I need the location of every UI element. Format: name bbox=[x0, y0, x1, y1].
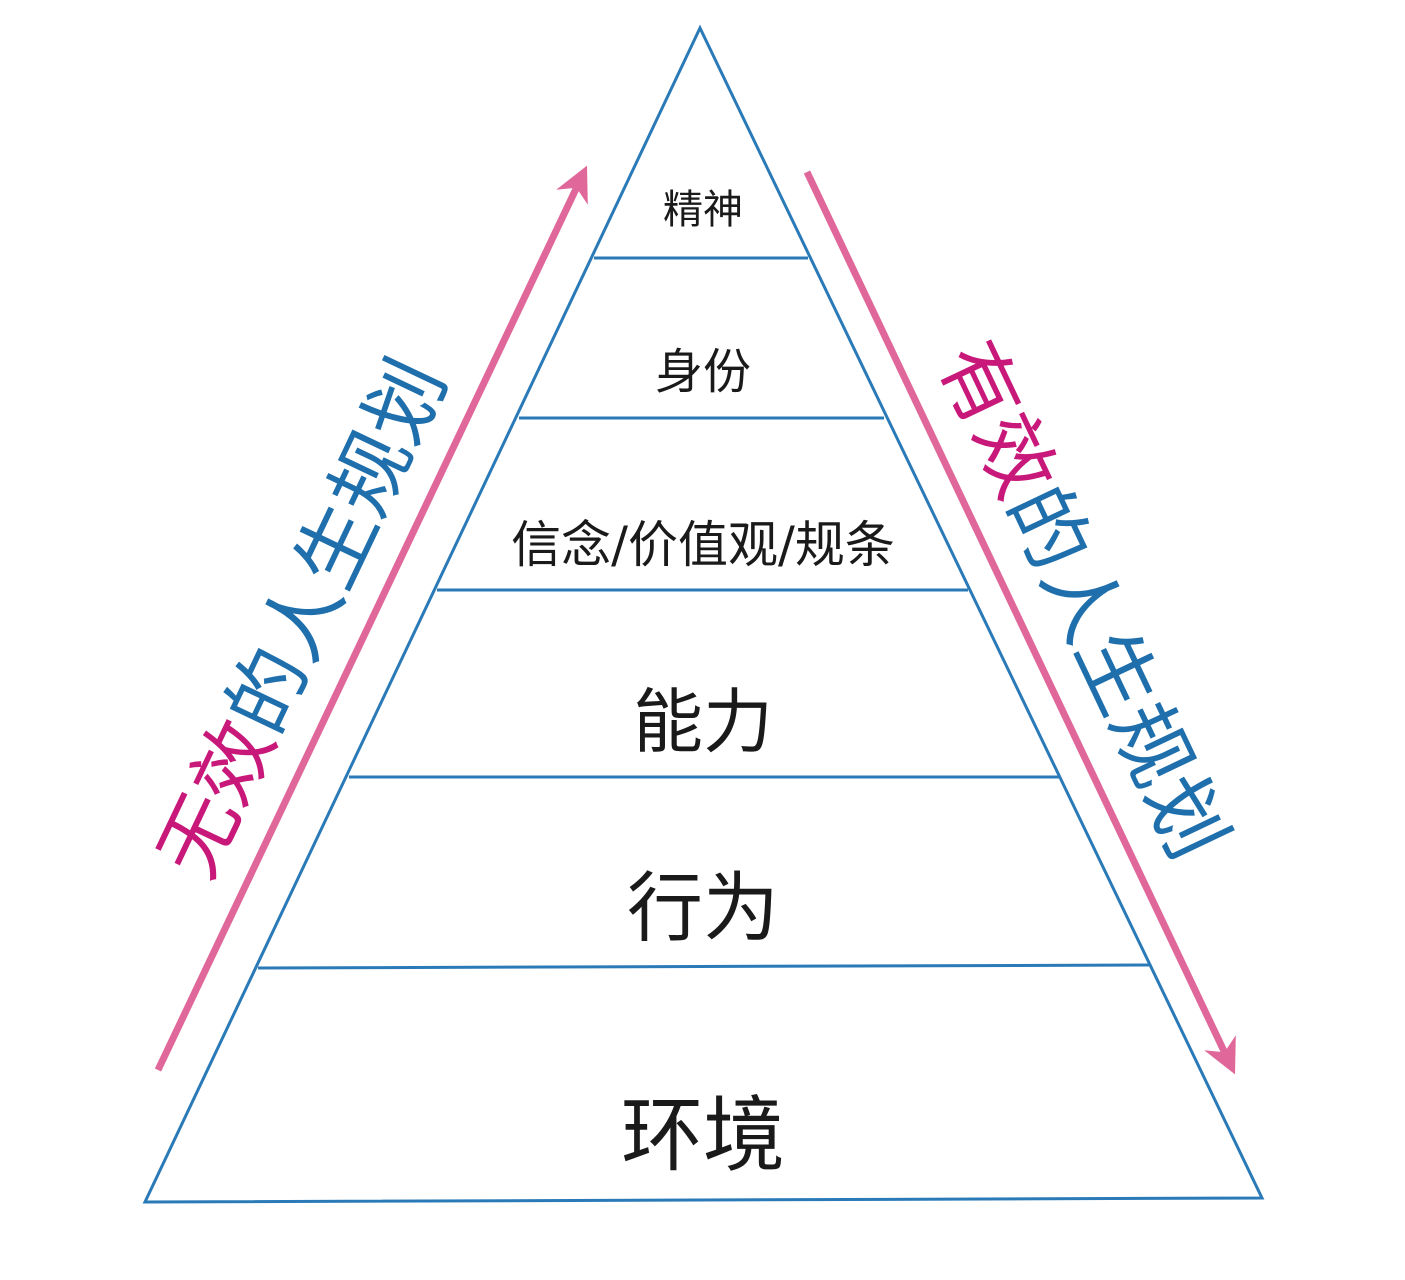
level-label-spirit: 精神 bbox=[663, 187, 743, 233]
level-label-behavior: 行为 bbox=[627, 864, 779, 953]
level-label-beliefs: 信念/价值观/规条 bbox=[511, 516, 895, 574]
right-side-label: 有效的人生规划 bbox=[921, 327, 1245, 873]
level-label-capability: 能力 bbox=[633, 681, 773, 763]
divider-line-5 bbox=[257, 963, 1152, 970]
right-label-rest: 的人生规划 bbox=[990, 472, 1246, 873]
right-down-arrow bbox=[803, 170, 1236, 1075]
level-label-environment: 环境 bbox=[621, 1089, 785, 1184]
left-up-arrow bbox=[154, 165, 588, 1072]
pyramid-outline bbox=[142, 24, 1265, 1204]
level-label-identity: 身份 bbox=[655, 344, 751, 400]
left-side-label: 无效的人生规划 bbox=[140, 345, 464, 891]
